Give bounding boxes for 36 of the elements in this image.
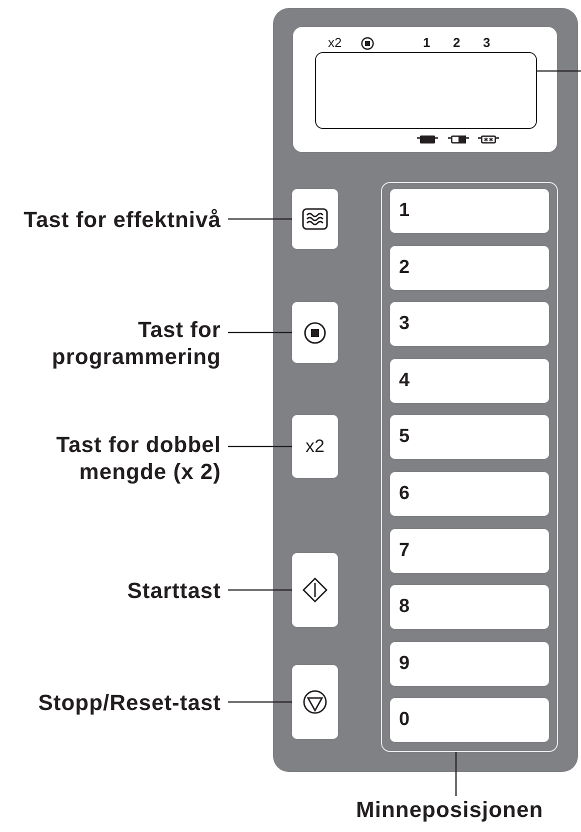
- start-key: [292, 553, 338, 627]
- lcd-window: [315, 52, 537, 129]
- power-level-key: [292, 189, 338, 249]
- callout-label: Tast for effektnivå: [24, 206, 221, 232]
- leader-line: [228, 701, 292, 703]
- memory-key: 8: [390, 585, 549, 629]
- program-key: [292, 302, 338, 363]
- indicator-label: 3: [483, 36, 490, 50]
- callout-label: Starttast: [127, 577, 221, 604]
- memory-key: 9: [390, 642, 549, 686]
- callout-label: Tast for programmering: [33, 316, 221, 370]
- indicator-label: 1: [423, 36, 430, 50]
- memory-key: 6: [390, 472, 549, 516]
- memory-key: 1: [390, 189, 549, 233]
- memory-key: 2: [390, 246, 549, 290]
- leader-line: [537, 70, 581, 72]
- memory-key: 0: [390, 698, 549, 742]
- leader-line: [228, 446, 292, 448]
- double-quantity-key: x2: [292, 415, 338, 478]
- indicator-label: x2: [328, 36, 342, 50]
- memory-key: 3: [390, 302, 549, 346]
- memory-key: 4: [390, 359, 549, 403]
- control-panel: [273, 8, 578, 772]
- leader-line: [455, 752, 457, 796]
- leader-line: [228, 218, 292, 220]
- stop-reset-key: [292, 665, 338, 739]
- memory-key-frame: [381, 182, 558, 752]
- display-panel: [293, 27, 557, 152]
- indicator-label: 2: [453, 36, 460, 50]
- leader-line: [228, 332, 292, 334]
- callout-label: Stopp/Reset-tast: [38, 689, 221, 716]
- memory-key: 5: [390, 415, 549, 459]
- leader-line: [228, 589, 292, 591]
- callout-label: Minneposisjonen: [356, 796, 544, 823]
- memory-key: 7: [390, 529, 549, 573]
- callout-label: Tast for dobbel mengde (x 2): [43, 431, 221, 485]
